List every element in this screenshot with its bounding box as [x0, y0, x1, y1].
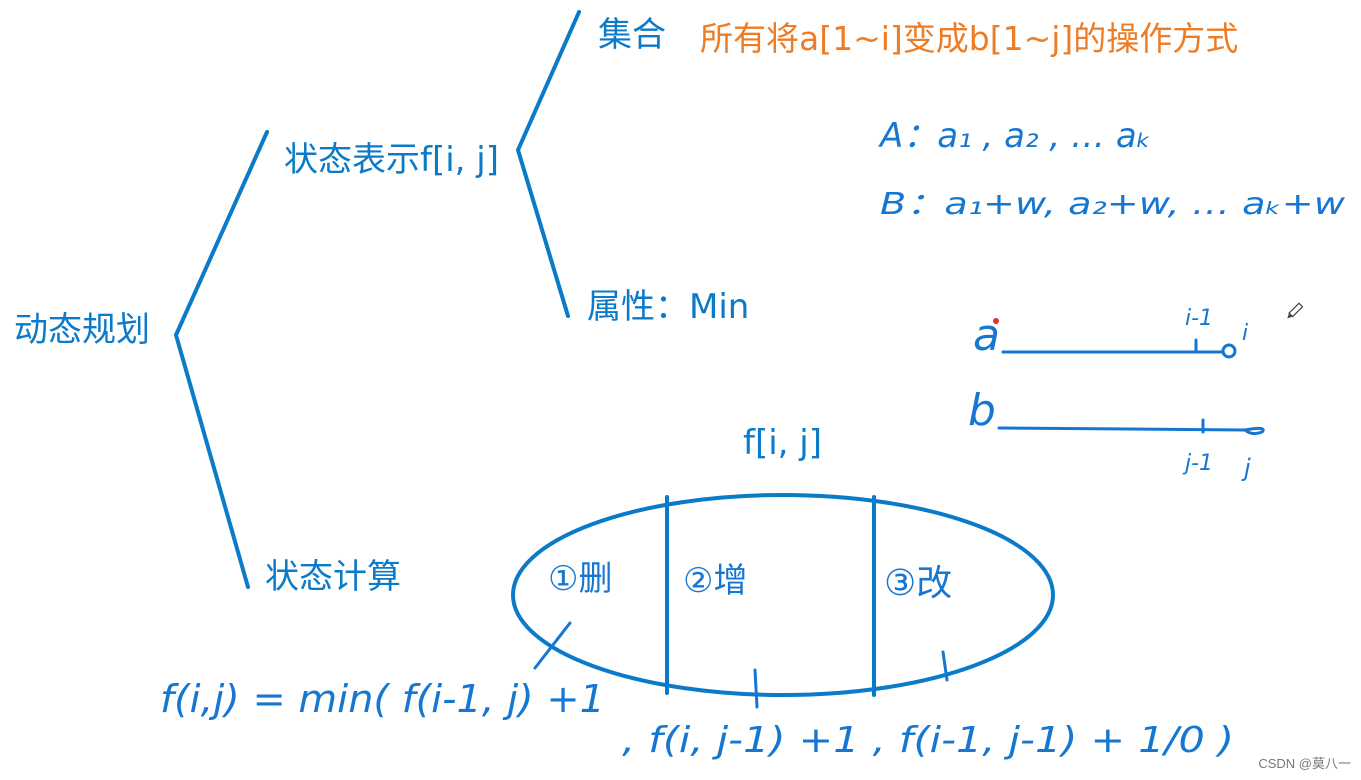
branch-repr-to-attr: [516, 148, 570, 318]
root-label: 动态规划: [14, 310, 150, 350]
part-delete: ①删: [548, 559, 612, 599]
label-a-i: i: [1242, 321, 1248, 346]
set-description: 所有将a[1~i]变成b[1~j]的操作方式: [700, 19, 1239, 58]
formula-line-1: f(i,j) = min( f(i-1, j) +1: [160, 677, 605, 721]
set-label: 集合: [598, 15, 666, 55]
state-repr-label: 状态表示f[i, j]: [284, 140, 500, 180]
label-b-j1: j-1: [1182, 451, 1213, 476]
formula-line-2: , f(i, j-1) +1 , f(i-1, j-1) + 1/0 ): [622, 720, 1234, 761]
note-seq-a: A：a₁ , a₂ , … aₖ: [878, 116, 1151, 156]
ellipse-title: f[i, j]: [743, 423, 823, 463]
watermark: CSDN @莫八一: [1258, 756, 1351, 771]
state-calc-label: 状态计算: [265, 557, 401, 597]
pointer-add: [753, 668, 759, 709]
seq-a-end: [1221, 343, 1237, 359]
branch-root-to-state-calc: [174, 333, 250, 589]
letter-b: b: [968, 385, 996, 436]
note-seq-b: B：a₁+w, a₂+w, … aₖ+w: [880, 187, 1346, 222]
pointer-del: [533, 621, 572, 670]
calc-ellipse: [511, 493, 1055, 697]
part-insert: ②增: [683, 561, 747, 601]
letter-a: a: [973, 310, 1000, 361]
red-mark: [993, 318, 999, 324]
branch-root-to-state-repr: [174, 130, 269, 337]
pointer-change: [941, 650, 949, 682]
part-replace: ③改: [884, 563, 952, 604]
label-a-i1: i-1: [1185, 306, 1213, 331]
pencil-icon[interactable]: [1286, 302, 1304, 320]
branch-repr-to-set: [516, 10, 581, 152]
seq-b-end: [1243, 426, 1265, 436]
label-b-j: j: [1241, 454, 1251, 482]
attr-label: 属性：Min: [587, 287, 750, 327]
